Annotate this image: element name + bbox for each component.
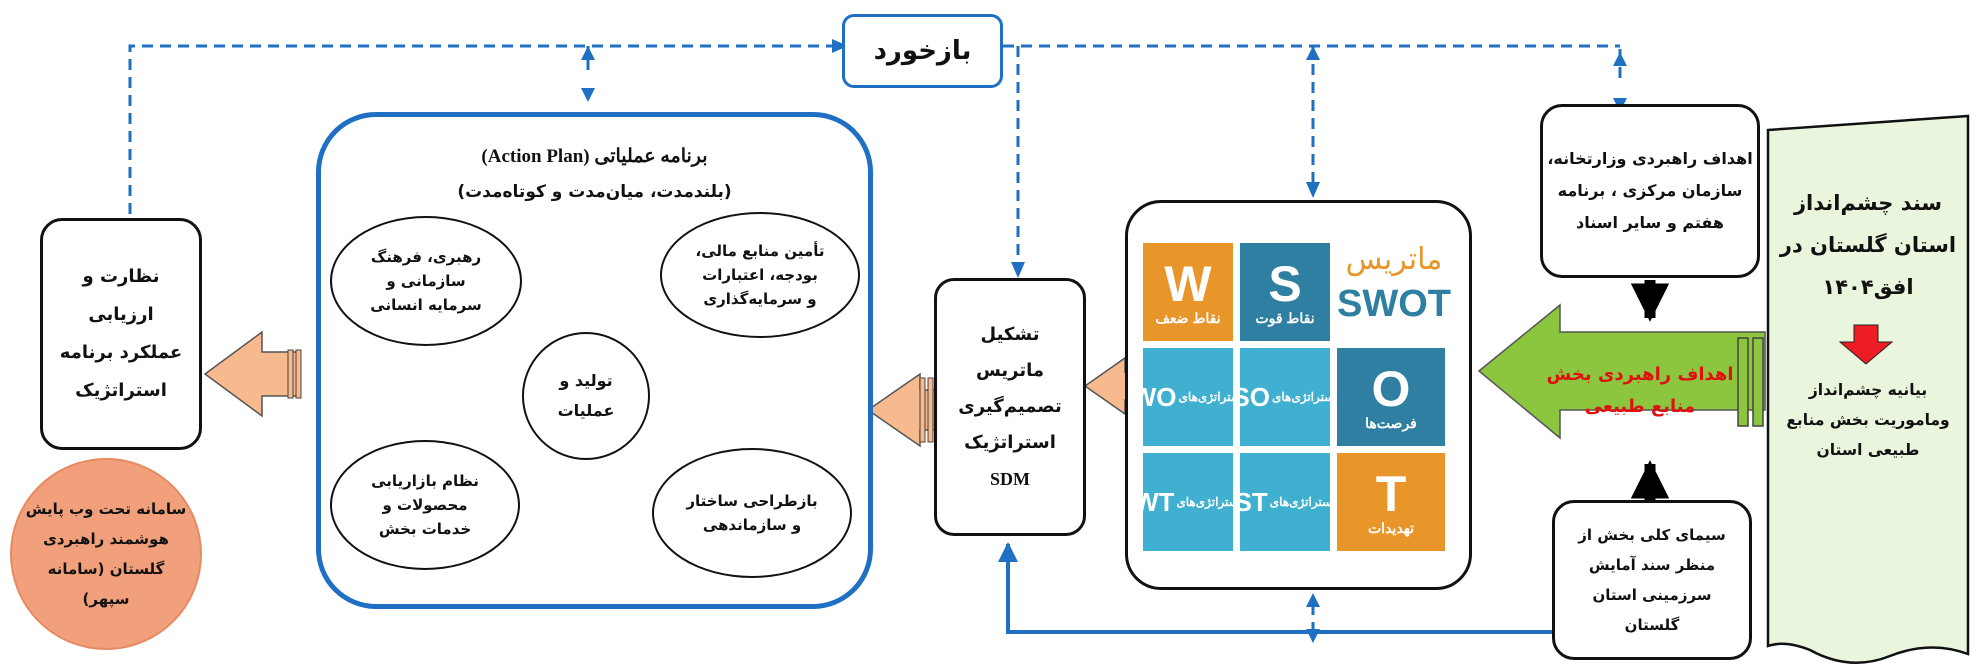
feedback-arrowheads — [581, 39, 1627, 643]
swot-title: ماتریس SWOT — [1337, 242, 1451, 325]
sector-goals-arrow — [1477, 303, 1766, 440]
action-plan-subtitle: (بلندمدت، میان‌مدت و کوتاه‌مدت) — [457, 182, 732, 202]
action-plan-title: برنامه عملیاتی (Action Plan) — [481, 146, 708, 167]
red-down-arrow — [1838, 324, 1894, 365]
feedback-box: بازخورد — [842, 14, 1003, 88]
tile-t: T تهدیدات — [1337, 453, 1445, 551]
tile-s: S نقاط قوت — [1240, 243, 1330, 341]
feedback-dashed-lines — [128, 44, 1622, 634]
vision-doc-frame — [1766, 114, 1970, 664]
finance-node: تأمین منابع مالی، بودجه، اعتبارات و سرما… — [660, 212, 860, 338]
production-node: تولید و عملیات — [522, 332, 650, 460]
land-plan-to-sdm-line — [998, 542, 1552, 634]
feedback-label: بازخورد — [873, 36, 972, 66]
monitoring-box: نظارت و ارزیابی عملکرد برنامه استراتژیک — [40, 218, 202, 450]
marketing-node: نظام بازاریابی محصولات و خدمات بخش — [330, 440, 520, 570]
swot-matrix-box: W نقاط ضعف S نقاط قوت ماتریس SWOT استرات… — [1125, 200, 1472, 590]
tile-o: O فرصت‌ها — [1337, 348, 1445, 446]
vision-statement: بیانیه چشم‌انداز وماموریت بخش منابع طبیع… — [1786, 381, 1950, 459]
restructure-node: بازطراحی ساختار و سازماندهی — [652, 448, 852, 578]
sdm-box: تشکیل ماتریس تصمیم‌گیری استراتژیک SDM — [934, 278, 1086, 536]
land-plan-box: سیمای کلی بخش از منظر سند آمایش سرزمینی … — [1552, 500, 1752, 660]
sepehr-circle: سامانه تحت وب پایش هوشمند راهبردی گلستان… — [10, 458, 202, 650]
salmon-arrow-action-monitor — [203, 330, 302, 418]
leadership-node: رهبری، فرهنگ سازمانی و سرمایه انسانی — [330, 216, 522, 346]
tile-w: W نقاط ضعف — [1143, 243, 1233, 341]
sector-goals-label: اهداف راهبردی بخش منابع طبیعی — [1546, 364, 1734, 417]
ministry-goals-box: اهداف راهبردی وزارتخانه، سازمان مرکزی ، … — [1540, 104, 1760, 278]
vision-doc: سند چشم‌انداز استان گلستان در افق۱۴۰۴ — [1779, 191, 1957, 299]
